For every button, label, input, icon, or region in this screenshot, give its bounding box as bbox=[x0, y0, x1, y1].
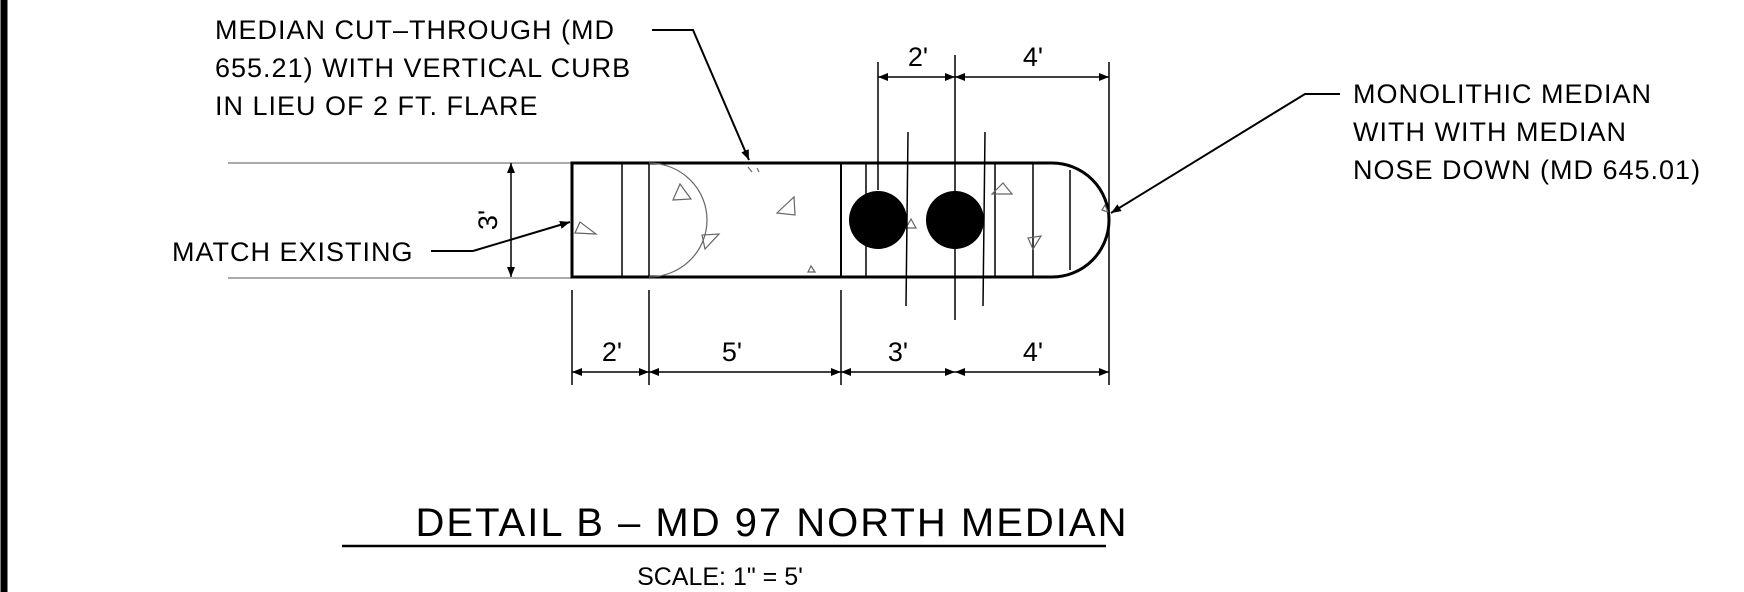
leader-median-cut bbox=[652, 29, 750, 161]
svg-text:IN LIEU OF 2 FT. FLARE: IN LIEU OF 2 FT. FLARE bbox=[215, 91, 539, 121]
svg-text:MEDIAN CUT–THROUGH (MD: MEDIAN CUT–THROUGH (MD bbox=[215, 15, 615, 45]
dim-label-bottom-5ft: 5' bbox=[722, 337, 742, 367]
svg-text:MONOLITHIC MEDIAN: MONOLITHIC MEDIAN bbox=[1353, 79, 1652, 109]
concrete-texture bbox=[574, 166, 1110, 273]
leader-match-existing bbox=[431, 221, 571, 252]
post-left bbox=[849, 191, 907, 249]
detail-title: DETAIL B – MD 97 NORTH MEDIAN bbox=[416, 501, 1129, 545]
svg-text:655.21) WITH VERTICAL CURB: 655.21) WITH VERTICAL CURB bbox=[215, 53, 631, 83]
cut-through-curve bbox=[648, 162, 708, 278]
leader-monolithic bbox=[1110, 93, 1340, 214]
dim-label-bottom-4ft: 4' bbox=[1023, 337, 1043, 367]
scale-note: SCALE: 1" = 5' bbox=[637, 563, 803, 591]
dim-label-height: 3' bbox=[473, 210, 503, 230]
dim-label-bottom-2ft: 2' bbox=[602, 337, 622, 367]
svg-text:NOSE DOWN (MD 645.01): NOSE DOWN (MD 645.01) bbox=[1353, 155, 1701, 185]
median-joints bbox=[621, 163, 1071, 277]
dim-label-top-2ft: 2' bbox=[908, 42, 928, 72]
note-median-cut: MEDIAN CUT–THROUGH (MD 655.21) WITH VERT… bbox=[215, 15, 631, 121]
dim-label-top-4ft: 4' bbox=[1023, 42, 1043, 72]
note-monolithic: MONOLITHIC MEDIAN WITH WITH MEDIAN NOSE … bbox=[1353, 79, 1701, 185]
svg-text:WITH WITH MEDIAN: WITH WITH MEDIAN bbox=[1353, 117, 1627, 147]
upper-extension-lines bbox=[877, 55, 1110, 385]
note-match-existing: MATCH EXISTING bbox=[172, 237, 414, 267]
dim-label-bottom-3ft: 3' bbox=[888, 337, 908, 367]
